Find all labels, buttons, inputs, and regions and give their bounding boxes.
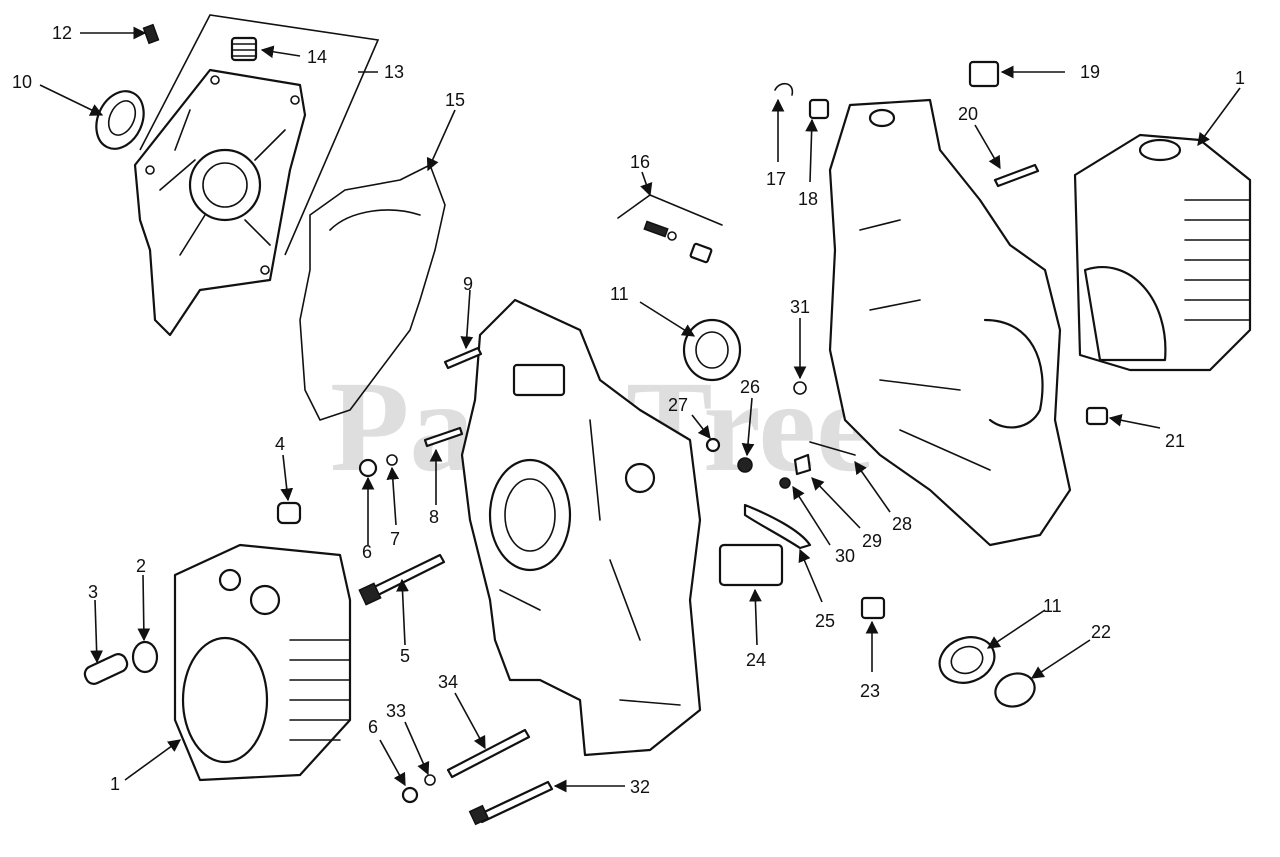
cylinder-right-drawing <box>1073 133 1252 372</box>
bolt-bottom-drawing <box>468 780 554 826</box>
callout-16: 16 <box>630 152 650 172</box>
leader-lines <box>39 14 1241 793</box>
stud-long-drawing <box>446 728 531 779</box>
callout-19: 19 <box>1080 62 1100 82</box>
crankcase-cover-drawing <box>133 68 307 337</box>
ring-drawing <box>131 640 159 674</box>
bearing-lower-drawing <box>938 636 1036 708</box>
callout-14: 14 <box>307 47 327 67</box>
callout-6a: 6 <box>362 542 372 562</box>
callout-25: 25 <box>815 611 835 631</box>
callout-22: 22 <box>1091 622 1111 642</box>
gasket-drawing <box>299 164 446 421</box>
callout-13: 13 <box>384 62 404 82</box>
bolt-long-drawing <box>358 553 446 606</box>
callout-8: 8 <box>429 507 439 527</box>
callout-23: 23 <box>860 681 880 701</box>
callout-30: 30 <box>835 546 855 566</box>
callout-10: 10 <box>12 72 32 92</box>
callout-26: 26 <box>740 377 760 397</box>
callout-3: 3 <box>88 582 98 602</box>
callout-15: 15 <box>445 90 465 110</box>
part-drawings <box>83 23 1252 826</box>
callout-5: 5 <box>400 646 410 666</box>
callout-29: 29 <box>862 531 882 551</box>
callout-20: 20 <box>958 104 978 124</box>
callout-2: 2 <box>136 556 146 576</box>
callout-34: 34 <box>438 672 458 692</box>
callout-31: 31 <box>790 297 810 317</box>
callout-7: 7 <box>390 529 400 549</box>
callout-11b: 11 <box>1043 596 1062 616</box>
callout-11a: 11 <box>610 284 629 304</box>
callout-12: 12 <box>52 23 72 43</box>
callout-21: 21 <box>1165 431 1185 451</box>
pin-drawing <box>83 653 129 685</box>
callout-18: 18 <box>798 189 818 209</box>
callout-24: 24 <box>746 650 766 670</box>
callout-4: 4 <box>275 434 285 454</box>
callout-9: 9 <box>463 274 473 294</box>
bushing-drawing <box>276 501 302 525</box>
kit-drawing <box>617 194 723 264</box>
callout-33: 33 <box>386 701 406 721</box>
plug-drawing <box>230 36 258 62</box>
callout-17: 17 <box>766 169 786 189</box>
cylinder-left-drawing <box>173 543 352 782</box>
crankcase-center-drawing <box>460 298 702 757</box>
callout-28: 28 <box>892 514 912 534</box>
crankcase-right-drawing <box>828 98 1072 547</box>
callout-labels: 12 10 14 13 15 16 11 9 4 6 7 8 5 3 2 1 6… <box>12 23 1245 797</box>
callout-32: 32 <box>630 777 650 797</box>
screw-drawing <box>142 23 160 45</box>
callout-6b: 6 <box>368 717 378 737</box>
callout-27: 27 <box>668 395 688 415</box>
stud-drawing <box>423 426 464 448</box>
callout-1b: 1 <box>1235 68 1245 88</box>
callout-1a: 1 <box>110 774 120 794</box>
nut-washer-drawing <box>358 454 436 804</box>
bearing-drawing <box>682 318 742 382</box>
small-parts-drawing <box>705 60 1109 620</box>
bolt-short-drawing <box>443 346 483 370</box>
